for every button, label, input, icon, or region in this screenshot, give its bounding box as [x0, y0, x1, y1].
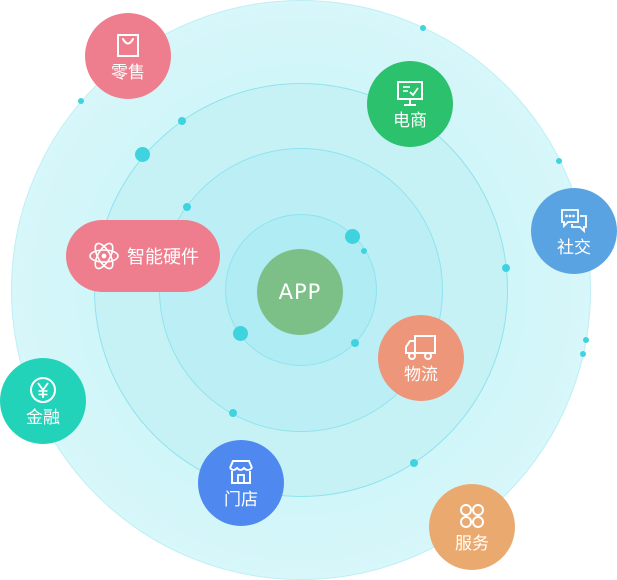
orbit-dot — [556, 158, 562, 164]
finance-label: 金融 — [26, 408, 60, 428]
orbit-dot — [183, 203, 191, 211]
orbit-dot — [361, 248, 367, 254]
store-node[interactable]: 门店 — [198, 440, 284, 526]
logistics-node[interactable]: 物流 — [378, 315, 464, 401]
orbit-dot — [420, 25, 426, 31]
monitor-check-icon — [397, 81, 423, 106]
logistics-label: 物流 — [404, 365, 438, 385]
retail-node[interactable]: 零售 — [85, 13, 171, 99]
social-label: 社交 — [557, 238, 591, 258]
finance-node[interactable]: 金融 — [0, 358, 86, 444]
app-center-label: APP — [278, 280, 322, 304]
orbit-dot — [502, 264, 510, 272]
service-label: 服务 — [455, 534, 489, 554]
smart-hardware-node[interactable]: 智能硬件 — [66, 220, 220, 292]
app-center-node[interactable]: APP — [257, 249, 343, 335]
storefront-icon — [229, 460, 253, 484]
atom-icon — [89, 242, 119, 270]
orbit-dot — [229, 409, 237, 417]
orbit-dot — [410, 459, 418, 467]
smart-hardware-label: 智能硬件 — [127, 247, 199, 268]
orbit-dot — [345, 229, 360, 244]
retail-label: 零售 — [111, 63, 145, 83]
social-node[interactable]: 社交 — [531, 188, 617, 274]
store-label: 门店 — [224, 490, 258, 510]
chat-bubbles-icon — [561, 209, 587, 234]
service-node[interactable]: 服务 — [429, 484, 515, 570]
orbit-dot — [351, 339, 359, 347]
orbit-dot — [135, 147, 150, 162]
ecommerce-label: 电商 — [393, 111, 427, 131]
orbit-dot — [78, 98, 84, 104]
clover-icon — [460, 504, 484, 528]
orbit-dot — [233, 326, 248, 341]
ecommerce-node[interactable]: 电商 — [367, 61, 453, 147]
orbit-dot — [580, 351, 586, 357]
shopping-bag-icon — [117, 34, 139, 57]
truck-icon — [405, 335, 436, 360]
orbit-dot — [583, 337, 589, 343]
yuan-coin-icon — [30, 377, 56, 403]
orbit-dot — [178, 117, 186, 125]
